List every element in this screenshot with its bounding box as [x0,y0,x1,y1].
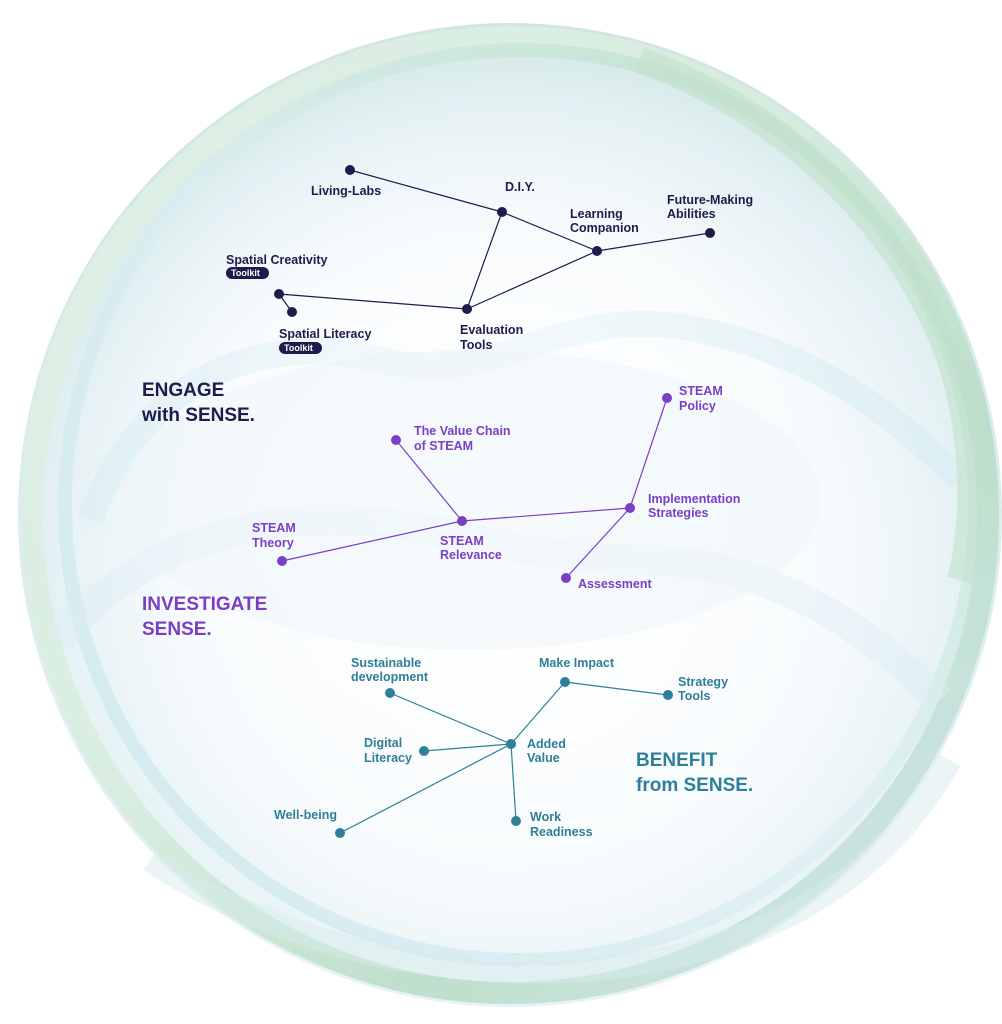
node-well-being [335,828,345,838]
label-digital-literacy-1: Digital [364,736,402,750]
label-implementation-2: Strategies [648,506,708,520]
label-strategy-tools-1: Strategy [678,675,728,689]
node-learning-companion [592,246,602,256]
badge-spatial-literacy-toolkit: Toolkit [279,342,322,354]
label-future-making-2: Abilities [667,207,716,221]
label-future-making-1: Future-Making [667,193,753,207]
node-work-readiness [511,816,521,826]
label-value-chain-2: of STEAM [414,439,473,453]
label-evaluation-tools-1: Evaluation [460,323,523,337]
label-learning-companion-2: Companion [570,221,639,235]
label-work-readiness-2: Readiness [530,825,593,839]
benefit-edges [339,681,669,834]
label-steam-theory-2: Theory [252,536,294,550]
label-steam-relevance-2: Relevance [440,548,502,562]
svg-text:Toolkit: Toolkit [284,343,313,353]
engage-network: Living-Labs D.I.Y. Learning Companion Fu… [141,165,753,426]
node-assessment [561,573,571,583]
node-spatial-literacy [287,307,297,317]
node-living-labs [345,165,355,175]
investigate-nodes [277,393,672,583]
benefit-title-2: from SENSE. [636,775,753,796]
label-evaluation-tools-2: Tools [460,338,492,352]
node-steam-relevance [457,516,467,526]
benefit-title-1: BENEFIT [636,750,718,771]
benefit-nodes [335,677,673,838]
label-added-value-1: Added [527,737,566,751]
label-added-value-2: Value [527,751,560,765]
node-future-making-abilities [705,228,715,238]
label-value-chain-1: The Value Chain [414,424,511,438]
benefit-labels: Sustainable development Make Impact Stra… [274,656,728,839]
label-living-labs: Living-Labs [311,184,381,198]
engage-title-1: ENGAGE [142,380,224,401]
label-steam-policy-2: Policy [679,399,716,413]
node-added-value [506,739,516,749]
label-implementation-1: Implementation [648,492,740,506]
label-assessment: Assessment [578,577,652,591]
node-evaluation-tools [462,304,472,314]
engage-nodes [274,165,715,317]
label-work-readiness-1: Work [530,810,561,824]
label-sustainable-2: development [351,670,429,684]
node-steam-theory [277,556,287,566]
badge-spatial-creativity-toolkit: Toolkit [226,267,269,279]
engage-labels: Living-Labs D.I.Y. Learning Companion Fu… [226,180,753,354]
label-sustainable-1: Sustainable [351,656,421,670]
label-steam-relevance-1: STEAM [440,534,484,548]
node-digital-literacy [419,746,429,756]
node-diy [497,207,507,217]
label-spatial-creativity: Spatial Creativity [226,253,327,267]
label-digital-literacy-2: Literacy [364,751,412,765]
node-implementation-strategies [625,503,635,513]
investigate-title-1: INVESTIGATE [142,594,267,615]
investigate-network: STEAM Policy The Value Chain of STEAM Im… [142,384,740,640]
orb-background [18,23,1002,1007]
svg-text:Toolkit: Toolkit [231,268,260,278]
investigate-edges [281,397,668,579]
label-well-being: Well-being [274,808,337,822]
node-strategy-tools [663,690,673,700]
benefit-network: Sustainable development Make Impact Stra… [274,656,753,839]
node-value-chain [391,435,401,445]
node-sustainable-development [385,688,395,698]
label-diy: D.I.Y. [505,180,535,194]
engage-title-2: with SENSE. [141,405,255,426]
label-steam-policy-1: STEAM [679,384,723,398]
label-make-impact: Make Impact [539,656,615,670]
investigate-labels: STEAM Policy The Value Chain of STEAM Im… [252,384,740,591]
label-spatial-literacy: Spatial Literacy [279,327,371,341]
node-make-impact [560,677,570,687]
node-steam-policy [662,393,672,403]
label-steam-theory-1: STEAM [252,521,296,535]
label-strategy-tools-2: Tools [678,689,710,703]
label-learning-companion-1: Learning [570,207,623,221]
node-spatial-creativity [274,289,284,299]
investigate-title-2: SENSE. [142,619,212,640]
